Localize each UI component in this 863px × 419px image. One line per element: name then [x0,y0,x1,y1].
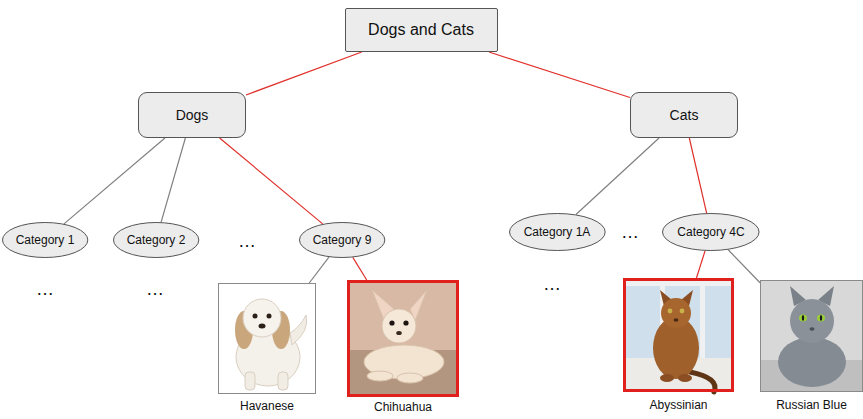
tree-connector [309,257,329,283]
tree-connector [489,52,630,98]
category-label: Category 4C [677,225,744,239]
root-box: Dogs and Cats [345,8,498,52]
tree-connector [220,138,323,224]
ellipsis-mark: … [238,232,256,250]
photo-frame [760,280,863,392]
box-label: Cats [670,107,699,124]
tree-connector [576,138,659,215]
photo-node: Chihuahua [347,280,459,397]
photo-frame [623,278,734,392]
tree-connector [64,138,165,224]
category-ellipse: Category 1A [509,213,606,251]
photo-node: Russian Blue [760,280,863,392]
category-label: Category 2 [127,233,186,247]
ellipsis-mark: … [146,280,164,298]
ellipsis-mark: … [543,275,561,293]
photo-caption: Chihuahua [374,400,432,414]
ellipsis-mark: … [36,280,54,298]
category-label: Category 1 [16,233,75,247]
category-label: Category 1A [524,225,591,239]
photo-frame [347,280,459,397]
photo-caption: Havanese [240,399,294,413]
box-label: Dogs [176,107,209,124]
tree-connector [353,257,367,280]
photo-caption: Russian Blue [776,398,847,412]
category-label: Category 9 [313,233,372,247]
category-ellipse: Category 2 [113,222,199,258]
category-ellipse: Category 9 [299,222,385,258]
russian-blue-photo [760,280,863,392]
photo-node: Havanese [218,283,316,394]
tree-connector [246,52,362,95]
tree-connector [161,138,185,222]
abyssinian-photo [623,278,734,392]
group-box: Cats [630,92,738,138]
chihuahua-photo [347,280,459,397]
ellipsis-mark: … [621,223,639,241]
tree-connector [689,138,706,213]
tree-connector [696,251,705,278]
photo-node: Abyssinian [623,278,734,392]
havanese-photo [218,283,316,394]
category-ellipse: Category 4C [662,213,760,251]
category-ellipse: Category 1 [2,222,88,258]
photo-caption: Abyssinian [649,398,707,412]
photo-frame [218,283,316,394]
group-box: Dogs [138,92,246,138]
box-label: Dogs and Cats [368,20,474,39]
